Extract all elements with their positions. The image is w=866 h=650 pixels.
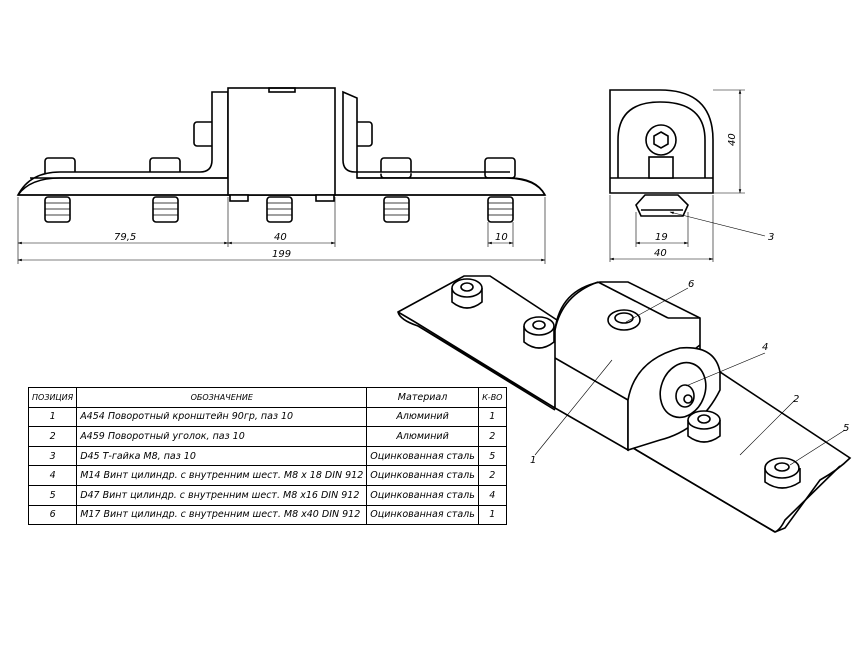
bom-pos: 4 [27,465,78,486]
bom-header-qty: К-ВО [477,387,507,408]
bom-material: Оцинкованная сталь [366,504,479,526]
bom-pos: 5 [27,484,78,506]
dim-side-40-height: 40 [727,133,738,146]
dim-front-199: 199 [272,249,291,260]
bill-of-materials-table: ПОЗИЦИЯ ОБОЗНАЧЕНИЕ Материал К-ВО 1 A454… [27,387,507,526]
iso-screw-right-2 [764,457,801,489]
dim-front-10: 10 [495,232,508,243]
bom-name: M14 Винт цилиндр. с внутренним шест. М8 … [76,465,368,486]
bom-material: Оцинкованная сталь [366,465,479,486]
dim-side-40-width: 40 [654,248,667,259]
callout-6: 6 [688,279,694,290]
callout-3: 3 [768,232,774,243]
table-row: 3 D45 Т-гайка М8, паз 10 Оцинкованная ст… [27,445,507,467]
callout-5: 5 [843,423,849,434]
bom-name: D45 Т-гайка М8, паз 10 [76,445,368,467]
front-view: 79,5 40 10 199 [16,87,547,264]
bom-material: Оцинкованная сталь [366,445,479,467]
table-row: 2 A459 Поворотный уголок, паз 10 Алюмини… [27,426,507,447]
table-row: 6 M17 Винт цилиндр. с внутренним шест. М… [27,504,507,526]
bom-material: Алюминий [366,426,479,447]
isometric-view: 1 2 4 5 6 [397,275,852,533]
callout-2: 2 [793,394,799,405]
t-nut-row [44,196,514,223]
bom-qty: 4 [477,484,507,506]
bom-header-material: Материал [366,387,479,408]
bom-name: A459 Поворотный уголок, паз 10 [76,426,368,447]
bom-pos: 1 [27,406,78,428]
iso-screw-right-1 [687,410,721,443]
table-row: 4 M14 Винт цилиндр. с внутренним шест. М… [27,465,507,486]
dim-front-79-5: 79,5 [114,232,136,243]
bom-name: A454 Поворотный кронштейн 90гр, паз 10 [76,406,368,428]
bom-qty: 1 [477,406,507,428]
bom-pos: 2 [27,426,78,447]
bom-name: M17 Винт цилиндр. с внутренним шест. М8 … [76,504,368,526]
callout-1: 1 [530,455,536,466]
bom-pos: 6 [27,504,78,526]
table-row: 5 D47 Винт цилиндр. с внутренним шест. М… [27,484,507,506]
table-row: 1 A454 Поворотный кронштейн 90гр, паз 10… [27,406,507,428]
iso-screw-left-1 [451,278,483,309]
side-view: 40 19 40 3 [609,89,774,262]
iso-screw-left-2 [523,316,555,349]
dim-front-40: 40 [274,232,287,243]
bom-qty: 2 [477,426,507,447]
bom-header-pos: ПОЗИЦИЯ [27,387,78,408]
bom-qty: 2 [477,465,507,486]
bom-pos: 3 [27,445,78,467]
bom-header-name: ОБОЗНАЧЕНИЕ [76,387,368,408]
callout-4: 4 [762,342,768,353]
dim-side-19: 19 [655,232,668,243]
bom-header-row: ПОЗИЦИЯ ОБОЗНАЧЕНИЕ Материал К-ВО [27,387,507,408]
bom-qty: 1 [477,504,507,526]
bom-qty: 5 [477,445,507,467]
bom-material: Оцинкованная сталь [366,484,479,506]
bom-material: Алюминий [366,406,479,428]
bom-name: D47 Винт цилиндр. с внутренним шест. М8 … [76,484,368,506]
